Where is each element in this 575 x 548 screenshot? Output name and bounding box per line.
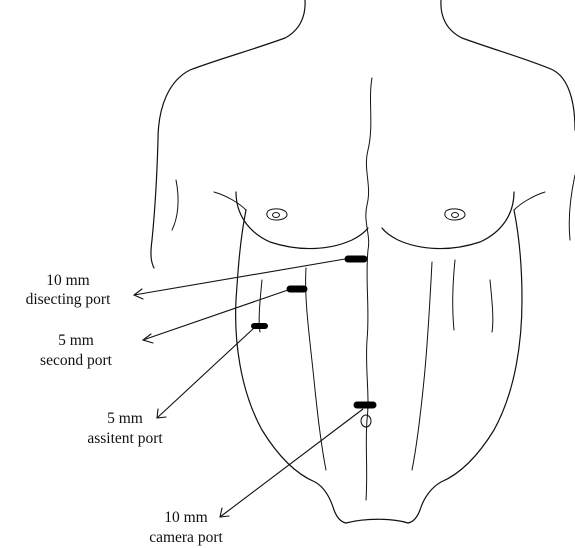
camera-pointer-line: [220, 409, 363, 517]
linea-alba: [366, 78, 372, 500]
second-size-label: 5 mm: [58, 332, 94, 349]
left-pectoral: [236, 192, 368, 249]
navel: [361, 415, 371, 427]
pointers: [134, 259, 363, 517]
right-rectus-line: [412, 262, 432, 470]
right-shoulder-arm: [462, 38, 575, 130]
left-torso-side: [236, 210, 346, 523]
left-armpit: [172, 180, 178, 230]
neck-left: [285, 0, 305, 38]
right-armpit: [569, 175, 575, 240]
dissecting-name-label: disecting port: [26, 291, 111, 308]
assistant-size-label: 5 mm: [107, 410, 143, 427]
dissecting-size-label: 10 mm: [46, 272, 90, 289]
left-nipple: [267, 209, 287, 220]
groin-line: [346, 519, 408, 523]
left-shoulder-arm: [151, 38, 285, 268]
assistant-name-label: assitent port: [87, 430, 163, 447]
neck-right: [441, 0, 462, 38]
left-armpit-fold: [214, 192, 246, 210]
labels: 10 mm disecting port 5 mm second port 5 …: [26, 272, 224, 546]
second-pointer-line: [143, 290, 288, 340]
camera-name-label: camera port: [149, 529, 223, 546]
ports: [254, 259, 373, 405]
right-nipple: [445, 209, 465, 220]
right-armpit-fold: [514, 192, 545, 210]
right-oblique-line: [490, 280, 493, 332]
second-name-label: second port: [40, 352, 113, 369]
right-pectoral: [382, 192, 514, 249]
assistant-pointer-line: [157, 328, 254, 418]
dissecting-pointer-line: [134, 259, 345, 295]
camera-size-label: 10 mm: [164, 509, 208, 526]
right-oblique-line-2: [453, 260, 455, 330]
